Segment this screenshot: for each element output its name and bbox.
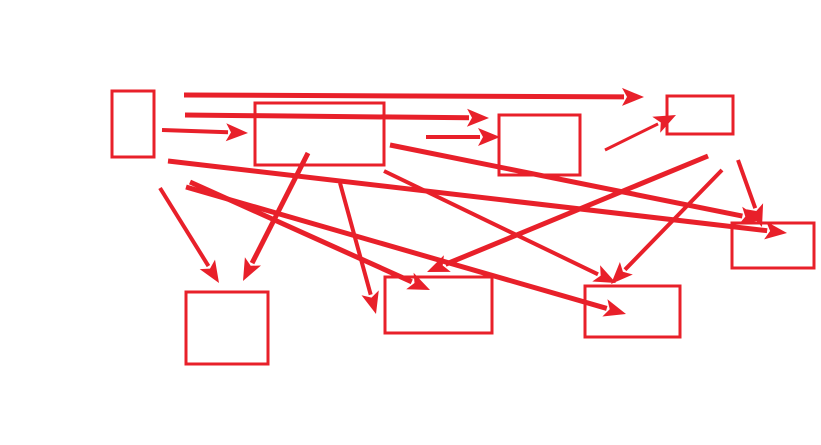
arrow-n2-n6	[243, 151, 311, 281]
nodes-layer	[110, 89, 816, 366]
arrow-shaft	[604, 122, 659, 152]
arrow-shaft	[389, 142, 743, 219]
diagram-node-n5	[730, 221, 816, 270]
arrow-shaft	[158, 186, 211, 268]
diagram-node-n8	[583, 284, 682, 339]
diagram-node-n2	[253, 101, 386, 167]
arrow-head	[602, 299, 626, 317]
diagram-node-n7	[383, 275, 494, 335]
diagram-node-n6	[184, 290, 270, 366]
diagram-node-n4	[665, 94, 735, 136]
arrow-shaft	[161, 128, 229, 135]
arrow-shaft	[183, 92, 625, 100]
arrow-n4-n8	[611, 168, 724, 284]
arrow-n1-n8	[185, 184, 626, 317]
arrow-shaft	[444, 153, 709, 267]
arrow-shaft	[736, 159, 758, 209]
arrow-shaft	[185, 184, 608, 311]
arrow-head	[592, 265, 616, 283]
arrow-n2-n3	[426, 128, 500, 146]
arrow-head	[622, 87, 644, 106]
arrow-head	[225, 123, 248, 142]
arrow-shaft	[338, 182, 373, 296]
arrow-head	[478, 128, 500, 146]
arrow-n4-n5	[736, 159, 764, 227]
arrow-head	[611, 262, 633, 284]
diagram-node-n3	[497, 113, 582, 177]
arrow-head	[652, 115, 676, 133]
arrow-head	[199, 259, 219, 283]
arrow-head	[466, 108, 489, 127]
arrow-shaft	[167, 158, 768, 234]
arrow-n1-n6	[158, 186, 219, 283]
arrow-n3-n4	[604, 115, 676, 152]
arrow-head	[361, 290, 379, 314]
arrow-n1-n5	[167, 158, 787, 240]
arrow-head	[406, 272, 430, 290]
arrow-shaft	[249, 151, 311, 265]
arrow-n1-n4	[183, 87, 644, 106]
arrow-shaft	[623, 168, 724, 272]
arrow-shaft	[383, 169, 599, 277]
arrow-head	[764, 221, 787, 240]
arrow-n1-n2	[161, 123, 248, 142]
arrow-n2-n7	[338, 182, 379, 314]
diagram-node-n1	[110, 89, 156, 159]
arrow-n2-n8	[383, 169, 616, 283]
arrow-head	[427, 255, 451, 272]
edges-layer	[158, 87, 787, 317]
arrow-head	[746, 203, 764, 227]
arrow-n4-n7	[427, 153, 709, 272]
arrow-n1-n3	[184, 108, 489, 127]
arrow-shaft	[184, 112, 470, 121]
arrow-head	[243, 257, 261, 281]
